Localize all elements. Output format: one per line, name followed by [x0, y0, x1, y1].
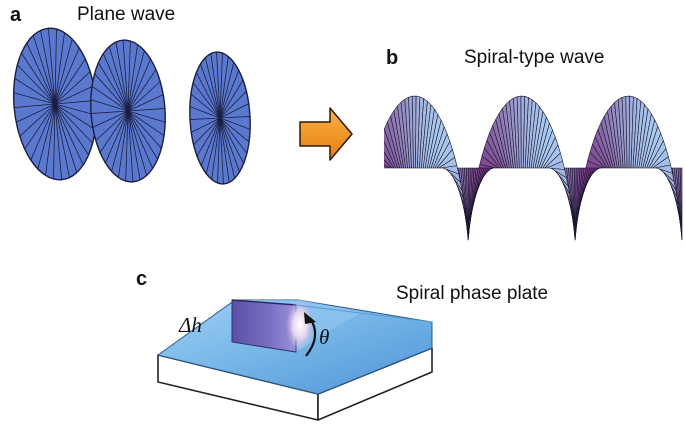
rotation-angle-label: θ	[319, 325, 330, 349]
plane-wave-disc	[189, 51, 251, 185]
right-arrow-icon	[299, 107, 353, 161]
spiral-phase-plate	[156, 299, 433, 421]
spiral-wave-facet	[384, 140, 397, 169]
spiral-wave-facet	[654, 164, 673, 174]
step-height-label: Δh	[179, 313, 202, 337]
spiral-wave	[384, 95, 683, 241]
plane-wave-disc	[12, 27, 98, 181]
panel-c-caption: Spiral phase plate	[396, 283, 549, 304]
plane-wave-discs	[12, 27, 251, 185]
panel-b-letter: b	[386, 47, 399, 69]
panel-a-caption: Plane wave	[77, 4, 176, 25]
plane-wave-disc	[90, 39, 166, 183]
panel-c-letter: c	[136, 268, 148, 290]
panel-a-letter: a	[10, 4, 22, 26]
spiral-wave-facet	[546, 160, 566, 170]
panel-b-caption: Spiral-type wave	[464, 47, 605, 68]
curved-arrow-icon	[304, 312, 317, 357]
spiral-wave-facet	[440, 165, 460, 175]
